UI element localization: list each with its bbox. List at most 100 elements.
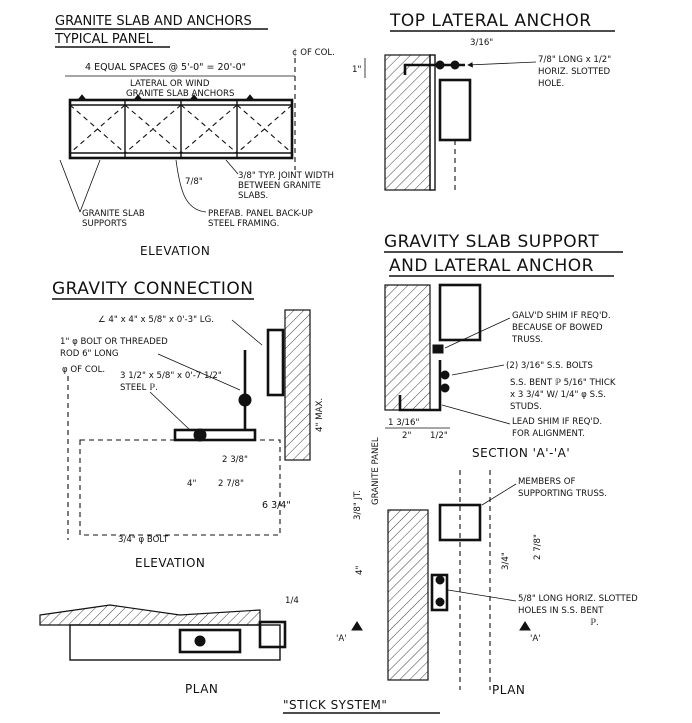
bolt-label: 3/4" φ BOLT: [118, 535, 169, 545]
lateral-anchor-note-2: GRANITE SLAB ANCHORS: [126, 89, 234, 99]
top-lateral-anchor-panel: TOP LATERAL ANCHOR 3/16" 1" 7/8" LONG x …: [352, 11, 615, 191]
bent-note-2: x 3 3/4" W/ 1/4" φ S.S.: [510, 390, 606, 400]
bolt-leader: [157, 353, 241, 391]
lead-shim-note-2: FOR ALIGNMENT.: [512, 429, 585, 439]
jt-label: 3/8" JT.: [353, 490, 363, 520]
members-leader: [481, 483, 517, 506]
shim-note-3: TRUSS.: [511, 335, 543, 345]
col-centerline-label: ¢ OF COL.: [292, 48, 335, 58]
slot-note-3: HOLE.: [538, 79, 564, 89]
plate-leader: [149, 391, 191, 431]
bolt-note-2: ROD 6" LONG: [60, 349, 119, 359]
granite-slab-title: GRANITE SLAB AND ANCHORS: [55, 14, 252, 29]
framing-note-1: PREFAB. PANEL BACK-UP: [208, 209, 313, 219]
plate-bolt: [193, 428, 207, 442]
joint-note-2: BETWEEN GRANITE: [238, 181, 321, 191]
truss-tube-section: [438, 283, 482, 342]
section-mark-right: 'A': [530, 634, 541, 644]
joint-note-3: SLABS.: [238, 191, 268, 201]
dim-4-right: 4": [355, 566, 365, 575]
gravity-slab-support-panel: GRAVITY SLAB SUPPORT AND LATERAL ANCHOR …: [384, 232, 623, 460]
bent-note-3: STUDS.: [510, 402, 542, 412]
plan-caption-right: PLAN: [492, 683, 525, 697]
angle-leader: [231, 319, 263, 346]
section-arrow-left: [351, 621, 363, 631]
galv-shim: [432, 344, 444, 354]
spaces-dimension: 4 EQUAL SPACES @ 5'-0" = 20'-0": [85, 62, 246, 73]
section-aa-caption: SECTION 'A'-'A': [472, 446, 570, 460]
anchor-markers: [76, 94, 256, 101]
dim-6-3-4: 6 3/4": [262, 500, 291, 511]
slot-note-1: 5/8" LONG HORIZ. SLOTTED: [518, 594, 638, 604]
max-dim: 4" MAX.: [315, 398, 325, 432]
granite-slab-section: [384, 284, 431, 411]
plan-granite: [39, 604, 261, 626]
joint-gap: [429, 54, 436, 191]
granite-elevation-caption: ELEVATION: [140, 244, 210, 258]
dim-2: 2": [402, 431, 411, 441]
shim-note-2: BECAUSE OF BOWED: [512, 323, 603, 333]
ss-bent-plate: [430, 573, 449, 612]
lead-shim-leader: [441, 404, 511, 425]
plate-note-2: STEEL ℙ.: [120, 383, 158, 393]
bolts-leader: [451, 364, 505, 376]
slot-note-2: HOLES IN S.S. BENT: [518, 606, 604, 616]
framing-leader: [175, 159, 207, 213]
slot-note-3: ℙ.: [590, 618, 599, 628]
gravity-slab-title: GRAVITY SLAB SUPPORT: [384, 232, 599, 252]
granite-panel-label: GRANITE PANEL: [371, 437, 381, 505]
granite-slab-section: [384, 54, 431, 191]
anchor-nut: [450, 60, 460, 70]
supports-leaders: [59, 159, 101, 213]
slot-note-2: HORIZ. SLOTTED: [538, 67, 611, 77]
lateral-anchor-subtitle: AND LATERAL ANCHOR: [389, 256, 594, 276]
bolt-note-1: 1" φ BOLT OR THREADED: [60, 337, 168, 347]
plan-bolt: [194, 635, 206, 647]
joint-dim: 7/8": [185, 177, 203, 187]
dim-4: 4": [187, 479, 196, 489]
lead-shim-note-1: LEAD SHIM IF REQ'D.: [512, 417, 602, 427]
rod-nut: [238, 393, 252, 407]
angle-note: ∠ 4" x 4" x 5/8" x 0'-3" LG.: [98, 315, 214, 325]
ss-bolt-upper: [440, 370, 450, 380]
dim-2-7-8-right: 2 7/8": [533, 534, 543, 560]
granite-panel-edge: [284, 309, 311, 461]
granite-slab-panel: GRANITE SLAB AND ANCHORS TYPICAL PANEL 4…: [54, 14, 335, 258]
section-mark-left: 'A': [336, 634, 347, 644]
plan-bolt-lower: [435, 597, 445, 607]
steel-plate: [173, 428, 257, 442]
plan-bolt-upper: [435, 575, 445, 585]
members-note-2: SUPPORTING TRUSS.: [518, 489, 607, 499]
supports-note-2: SUPPORTS: [82, 219, 127, 229]
slot-note-1: 7/8" LONG x 1/2": [538, 55, 611, 65]
slot-leader: [447, 589, 517, 602]
bent-note-1: S.S. BENT ℙ 5/16" THICK: [510, 378, 616, 388]
ss-bolt-lower: [440, 383, 450, 393]
sheet-title: "STICK SYSTEM": [283, 698, 387, 712]
section-arrow-right: [519, 621, 531, 631]
shim-leader: [444, 317, 511, 349]
bent-plate: [398, 360, 442, 412]
joint-leader: [225, 159, 239, 175]
members-note-1: MEMBERS OF: [518, 477, 576, 487]
supports-note-1: GRANITE SLAB: [82, 209, 145, 219]
truss-member: [438, 503, 482, 542]
gravity-connection-panel: GRAVITY CONNECTION ∠ 4" x 4" x 5/8" x 0'…: [39, 279, 325, 696]
plan-column: [258, 620, 287, 649]
granite-panel-plan: [387, 509, 429, 681]
typical-panel-subtitle: TYPICAL PANEL: [54, 32, 154, 47]
side-dim: 1": [352, 65, 361, 75]
dim-1-3-16: 1 3/16": [388, 418, 419, 428]
dim-2-7-8: 2 7/8": [218, 479, 244, 489]
dim-3-4: 3/4": [501, 552, 511, 570]
plate-note-1: 3 1/2" x 5/8" x 0'-7 1/2": [120, 371, 222, 381]
weld-symbol: 1/4: [285, 596, 299, 606]
lateral-anchor-note-1: LATERAL OR WIND: [130, 79, 210, 89]
anchor-clip: [403, 63, 465, 75]
top-dim: 3/16": [470, 38, 493, 48]
plan-plate: [178, 628, 242, 654]
slot-leader: [467, 61, 537, 68]
col-label: φ OF COL.: [62, 365, 105, 375]
plan-caption-left: PLAN: [185, 682, 218, 696]
